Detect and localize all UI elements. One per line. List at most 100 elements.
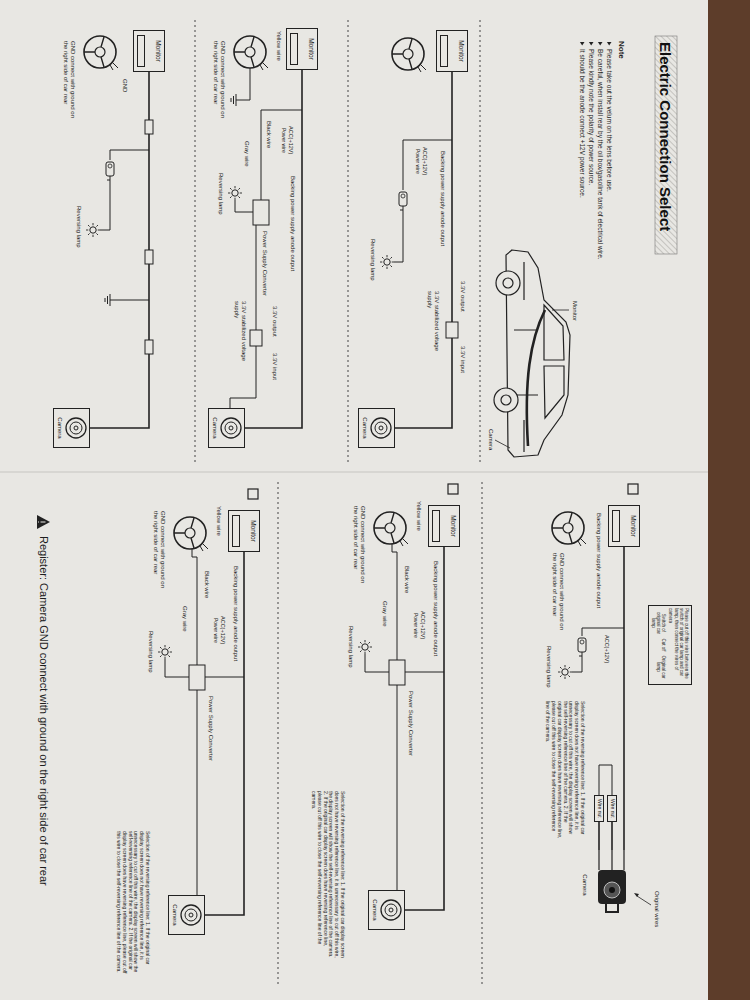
wiring-5-part	[397, 685, 398, 890]
ground-note: GND connect with ground on the right sid…	[551, 552, 565, 632]
warning-text-holder: Register: Camera GND connect with ground…	[37, 535, 50, 887]
wiring-2-part	[234, 36, 268, 70]
part-label: Reversing lamp	[545, 645, 552, 689]
voltage-label: 3.3V input	[459, 345, 466, 374]
wire-label: Backing power supply anode output	[232, 565, 239, 662]
part-label: Power Supply Converter	[407, 690, 414, 757]
ground-note: GND connect with ground on the right sid…	[212, 40, 226, 125]
part-label: Monitor	[571, 300, 578, 322]
lens-ring	[385, 904, 397, 916]
lens-ring	[379, 426, 383, 430]
bullet-part	[598, 42, 603, 46]
wiring-4-part	[628, 484, 638, 494]
part-label-holder: Power Supply Converter	[207, 695, 214, 762]
part-label-holder: Reversing lamp	[347, 625, 354, 669]
node-text: Wire nut	[609, 799, 615, 818]
video-cable	[623, 547, 625, 850]
camera-box: Camera	[368, 890, 405, 930]
camera-part	[599, 850, 624, 870]
wiring-3-part	[100, 184, 110, 230]
wire-label: Gray wire	[243, 140, 250, 168]
warning-icon-part	[37, 515, 50, 529]
part-label: Original wires	[653, 890, 660, 928]
node-text: Please cut off this wire between the swi…	[668, 608, 689, 682]
node-text: Monitor	[250, 515, 257, 547]
part-label: Reversing lamp	[75, 205, 82, 249]
wire-label: Black wire	[403, 565, 410, 594]
note-text-holder: Please take out the velum on the lens be…	[606, 48, 613, 193]
part-label: Reversing lamp	[217, 172, 224, 216]
video-cable	[598, 822, 600, 850]
warning-icon	[37, 515, 50, 529]
node-text: Camera	[56, 412, 63, 444]
wiring-5-part	[389, 660, 405, 685]
part-label: Power Supply Converter	[261, 230, 268, 297]
wiring-3-part	[105, 294, 114, 306]
wire-label: Gray wire	[181, 605, 188, 633]
note-heading-holder: Note	[617, 40, 626, 60]
wire-label-holder: Yellow wire	[215, 505, 222, 537]
wiring-1-part	[399, 192, 407, 214]
car-illustration-part	[494, 388, 518, 412]
page-title: Electric Connection Select	[657, 42, 674, 231]
wire-label-holder: Gray wire	[243, 140, 250, 168]
instruction-box: Please cut off this wire between the swi…	[648, 605, 692, 685]
wiring-2-part	[240, 68, 250, 100]
part-label-holder: Camera	[487, 428, 494, 451]
node-text: Camera	[371, 894, 378, 926]
part-label-holder: Monitor	[571, 300, 578, 322]
wiring-3-part	[145, 340, 153, 354]
lens-ring	[229, 426, 233, 430]
title-band	[655, 36, 677, 254]
ground-note: GND connect with ground on the right sid…	[152, 510, 166, 595]
part-label-holder: Power Supply Converter	[261, 230, 268, 297]
instruction-text: Selection of the reversing reference lin…	[545, 700, 585, 840]
wire-label-holder: ACC(+12V)	[420, 610, 426, 640]
wire-label: Power wire	[414, 148, 420, 175]
pin-label-holder: GND	[121, 78, 128, 93]
camera-box: Camera	[358, 408, 395, 448]
monitor-box: Monitor	[608, 505, 640, 547]
car-illustration-part	[501, 395, 511, 405]
wiring-4-part	[637, 896, 651, 905]
car-illustration-part	[503, 278, 513, 288]
wiring-1	[380, 38, 458, 338]
part-label-holder: Reversing lamp	[369, 238, 376, 282]
ground-note: GND connect with ground on the right sid…	[352, 505, 366, 590]
wiring-2-part	[253, 200, 269, 225]
wire-label: Power wire	[280, 127, 286, 154]
note-heading: Note	[617, 40, 626, 60]
car-illustration-part	[544, 366, 564, 418]
wire-label-holder: Gray wire	[181, 605, 188, 633]
separator	[195, 20, 482, 985]
wire-label-holder: ACC(+12V)	[288, 125, 294, 155]
instruction-row: Switch of original car lampCut offOrigin…	[651, 608, 667, 682]
part-label-holder: 3.3V stabilized voltage supply	[233, 300, 247, 370]
car-illustration-part	[527, 310, 545, 446]
lamp-part-label: Switch of original car lamp	[651, 608, 667, 638]
wire-label-holder: ACC(+12V)	[220, 615, 226, 645]
note-text: Please kindly note the polarity of power…	[588, 48, 595, 186]
wiring-3-part	[114, 300, 149, 301]
wiring-4-part	[578, 638, 586, 660]
instruction-text-holder: Selection of the reversing reference lin…	[545, 700, 585, 840]
wiring-4-part	[634, 893, 639, 897]
wiring-5-part	[405, 672, 444, 673]
part-label-holder: Reversing lamp	[217, 172, 224, 216]
wiring-5-part	[358, 640, 372, 654]
part-label-holder: Original wires	[653, 890, 660, 928]
node-text: Monitor	[155, 35, 162, 67]
instruction-text-holder: Selection of the reversing reference lin…	[311, 790, 346, 960]
voltage-label-holder: 3.3V input	[271, 352, 278, 381]
wire-label-holder: Power wire	[280, 127, 286, 154]
monitor-box: Monitor	[133, 30, 165, 72]
camera-unit: Camera	[581, 850, 632, 920]
wire-label-holder: Black wire	[203, 570, 210, 599]
wire-nut-box: Wire nut	[607, 795, 617, 822]
voltage-label: 3.3V input	[271, 352, 278, 381]
wiring-2	[228, 36, 302, 408]
node-text: Monitor	[308, 33, 315, 65]
wire-label-holder: Yellow wire	[415, 500, 422, 532]
wiring-3-part	[145, 120, 153, 134]
